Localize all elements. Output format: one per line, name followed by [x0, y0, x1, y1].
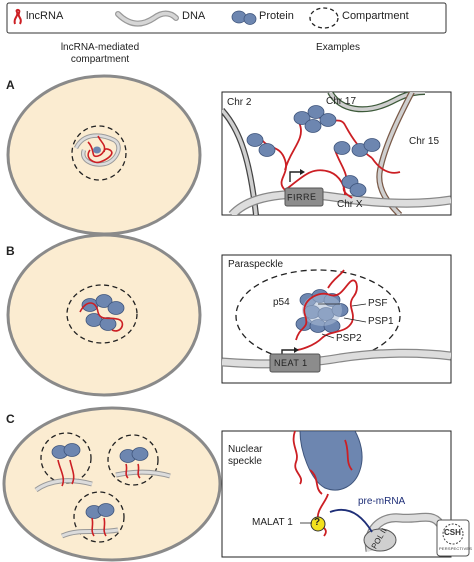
- firre-label: FIRRE: [286, 191, 317, 203]
- malat1-label: MALAT 1: [252, 517, 293, 528]
- question-marker: [310, 516, 326, 532]
- legend-lncrna-label: lncRNA: [26, 10, 64, 22]
- legend-compartment-label: Compartment: [342, 10, 409, 22]
- csh-logo-box: [436, 519, 470, 557]
- nucleus-b: [6, 233, 202, 397]
- psp2-leader: [321, 333, 335, 339]
- p54-label: p54: [273, 297, 290, 308]
- compartment-c1: [40, 432, 92, 484]
- chromatin-cluster-a: [73, 133, 121, 167]
- lncrna-legend-icon: [13, 8, 22, 25]
- csh-logo-icon: [442, 523, 464, 545]
- firre-gene-box: [284, 187, 324, 207]
- compartment-b: [66, 284, 138, 344]
- neat1-gene-box: [269, 353, 321, 373]
- header-left: lncRNA-mediated compartment: [40, 42, 160, 66]
- lncrna-c: [57, 459, 141, 537]
- row-label-c: C: [6, 412, 15, 426]
- legend-dna-label: DNA: [182, 10, 206, 22]
- psp1-leader: [343, 317, 367, 323]
- nucleus-c: [2, 406, 222, 562]
- tss-arrow-a: [289, 171, 302, 182]
- paraspeckle-core: [295, 289, 349, 333]
- csh-logo-subtext: PERSPECTIVES: [439, 546, 473, 551]
- question-label: ?: [314, 517, 321, 528]
- csh-logo-text: CSH: [444, 528, 461, 537]
- legend-protein-label: Protein: [259, 10, 294, 22]
- nuclear-speckle-label: Nuclear speckle: [228, 444, 262, 468]
- row-label-b: B: [6, 244, 15, 258]
- protein-legend-icon: [231, 10, 257, 25]
- neat1-label: NEAT 1: [274, 358, 308, 368]
- compartment-a: [71, 125, 127, 181]
- row-label-a: A: [6, 78, 15, 92]
- chr17-label: Chr 17: [326, 96, 357, 107]
- compartment-c2: [107, 434, 159, 486]
- psp1-label: PSP1: [368, 316, 394, 327]
- chr2-label: Chr 2: [227, 97, 252, 108]
- nuclear-speckle-line1: Nuclear: [228, 444, 263, 455]
- chr15-label: Chr 15: [409, 136, 440, 147]
- header-left-line2: compartment: [70, 54, 130, 65]
- compartment-c3: [73, 491, 125, 543]
- header-left-line1: lncRNA-mediated: [60, 42, 140, 53]
- compartment-legend-icon: [309, 7, 339, 29]
- pre-mrna-label: pre-mRNA: [358, 496, 406, 507]
- psf-leader: [351, 303, 367, 307]
- psf-label: PSF: [368, 298, 388, 309]
- chromatin-c: [34, 469, 171, 539]
- pre-mrna-strand: [329, 508, 373, 533]
- chrx-label: Chr X: [337, 199, 363, 210]
- nucleus-a: [6, 74, 202, 236]
- legend-box: [6, 2, 447, 34]
- panel-c: [221, 430, 452, 558]
- protein-cluster-b: [79, 294, 125, 332]
- psp2-label: PSP2: [336, 333, 362, 344]
- paraspeckle-label: Paraspeckle: [228, 259, 284, 270]
- nuclear-speckle-line2: speckle: [228, 456, 262, 467]
- pol-ii-body: [363, 528, 397, 552]
- header-right: Examples: [316, 42, 360, 53]
